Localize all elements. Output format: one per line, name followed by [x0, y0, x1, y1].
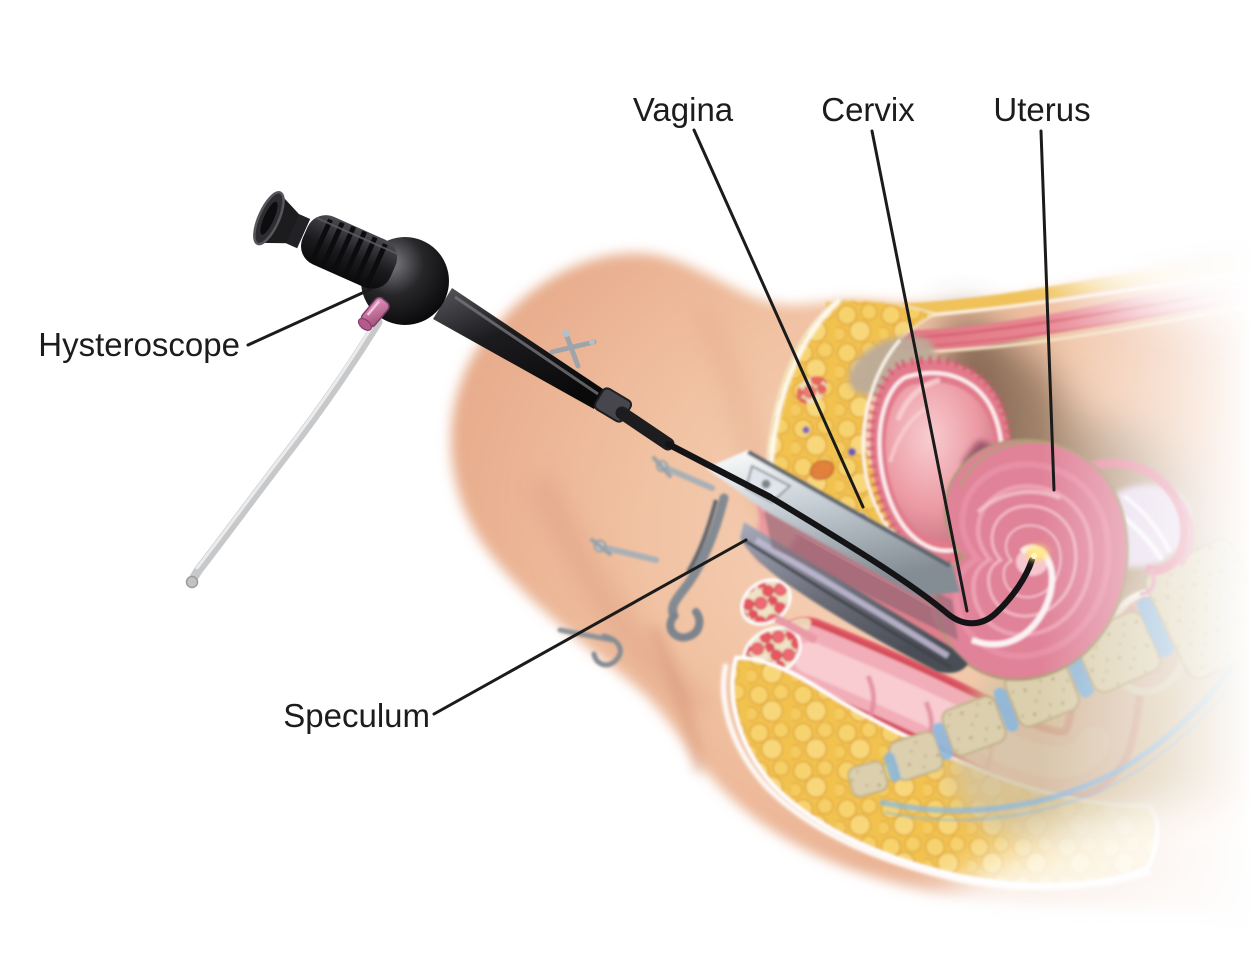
hysteroscope-cable: [185, 317, 383, 589]
annotations: [246, 128, 1056, 716]
speculum-handle: [666, 493, 729, 642]
label-texts: Vagina Cervix Uterus Hysteroscope Specul…: [38, 91, 1090, 734]
label-speculum: Speculum: [283, 697, 430, 734]
hysteroscope-shaft: [433, 288, 774, 501]
hysteroscope-grip: [300, 215, 398, 289]
speculum-screws: [557, 456, 715, 668]
edge-fades: [380, 0, 1250, 965]
orange-muscle-chunk: [809, 459, 835, 481]
hysteroscope-device: [185, 191, 1051, 627]
stopcock-valve: [549, 329, 597, 369]
inflow-port: [357, 296, 390, 331]
label-cervix: Cervix: [821, 91, 915, 128]
leader-line-uterus: [1039, 129, 1056, 492]
leader-line-vagina: [692, 128, 865, 509]
hysteroscope-eyepiece: [253, 191, 311, 249]
buttock-crease: [647, 625, 705, 773]
leader-line-hysteroscope: [246, 287, 373, 347]
label-uterus: Uterus: [993, 91, 1090, 128]
leader-line-cervix: [870, 129, 969, 613]
label-hysteroscope: Hysteroscope: [38, 326, 240, 363]
label-vagina: Vagina: [633, 91, 734, 128]
speculum-instrument: [557, 450, 968, 673]
leader-line-speculum: [432, 538, 748, 716]
